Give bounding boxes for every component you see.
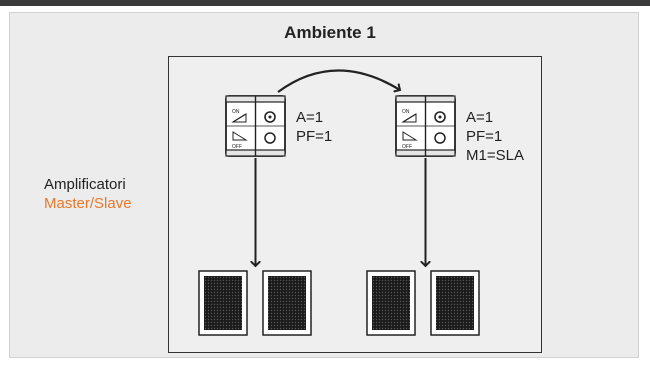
top-bar — [0, 0, 650, 6]
master-params: A=1 PF=1 — [296, 108, 332, 146]
off-label: OFF — [402, 144, 412, 150]
slave-param: PF=1 — [466, 128, 503, 145]
slave-amplifier-device: ON OFF — [395, 95, 456, 157]
speaker — [366, 270, 416, 336]
on-label: ON — [402, 109, 410, 115]
slave-params: A=1 PF=1 M1=SLA — [466, 108, 524, 165]
on-label: ON — [232, 109, 240, 115]
amplifier-label: Amplificatori Master/Slave — [44, 175, 164, 213]
amplifier-label-line1: Amplificatori — [44, 176, 126, 193]
speaker — [198, 270, 248, 336]
off-label: OFF — [232, 144, 242, 150]
slave-param: A=1 — [466, 109, 494, 126]
master-slave-arrow — [277, 69, 400, 93]
slave-param: M1=SLA — [466, 147, 524, 164]
speaker — [262, 270, 312, 336]
amplifier-label-line2: Master/Slave — [44, 195, 132, 212]
room-title: Ambiente 1 — [284, 23, 376, 42]
master-param: PF=1 — [296, 128, 333, 145]
master-param: A=1 — [296, 109, 324, 126]
speaker — [430, 270, 480, 336]
master-amplifier-device: ON OFF — [225, 95, 286, 157]
